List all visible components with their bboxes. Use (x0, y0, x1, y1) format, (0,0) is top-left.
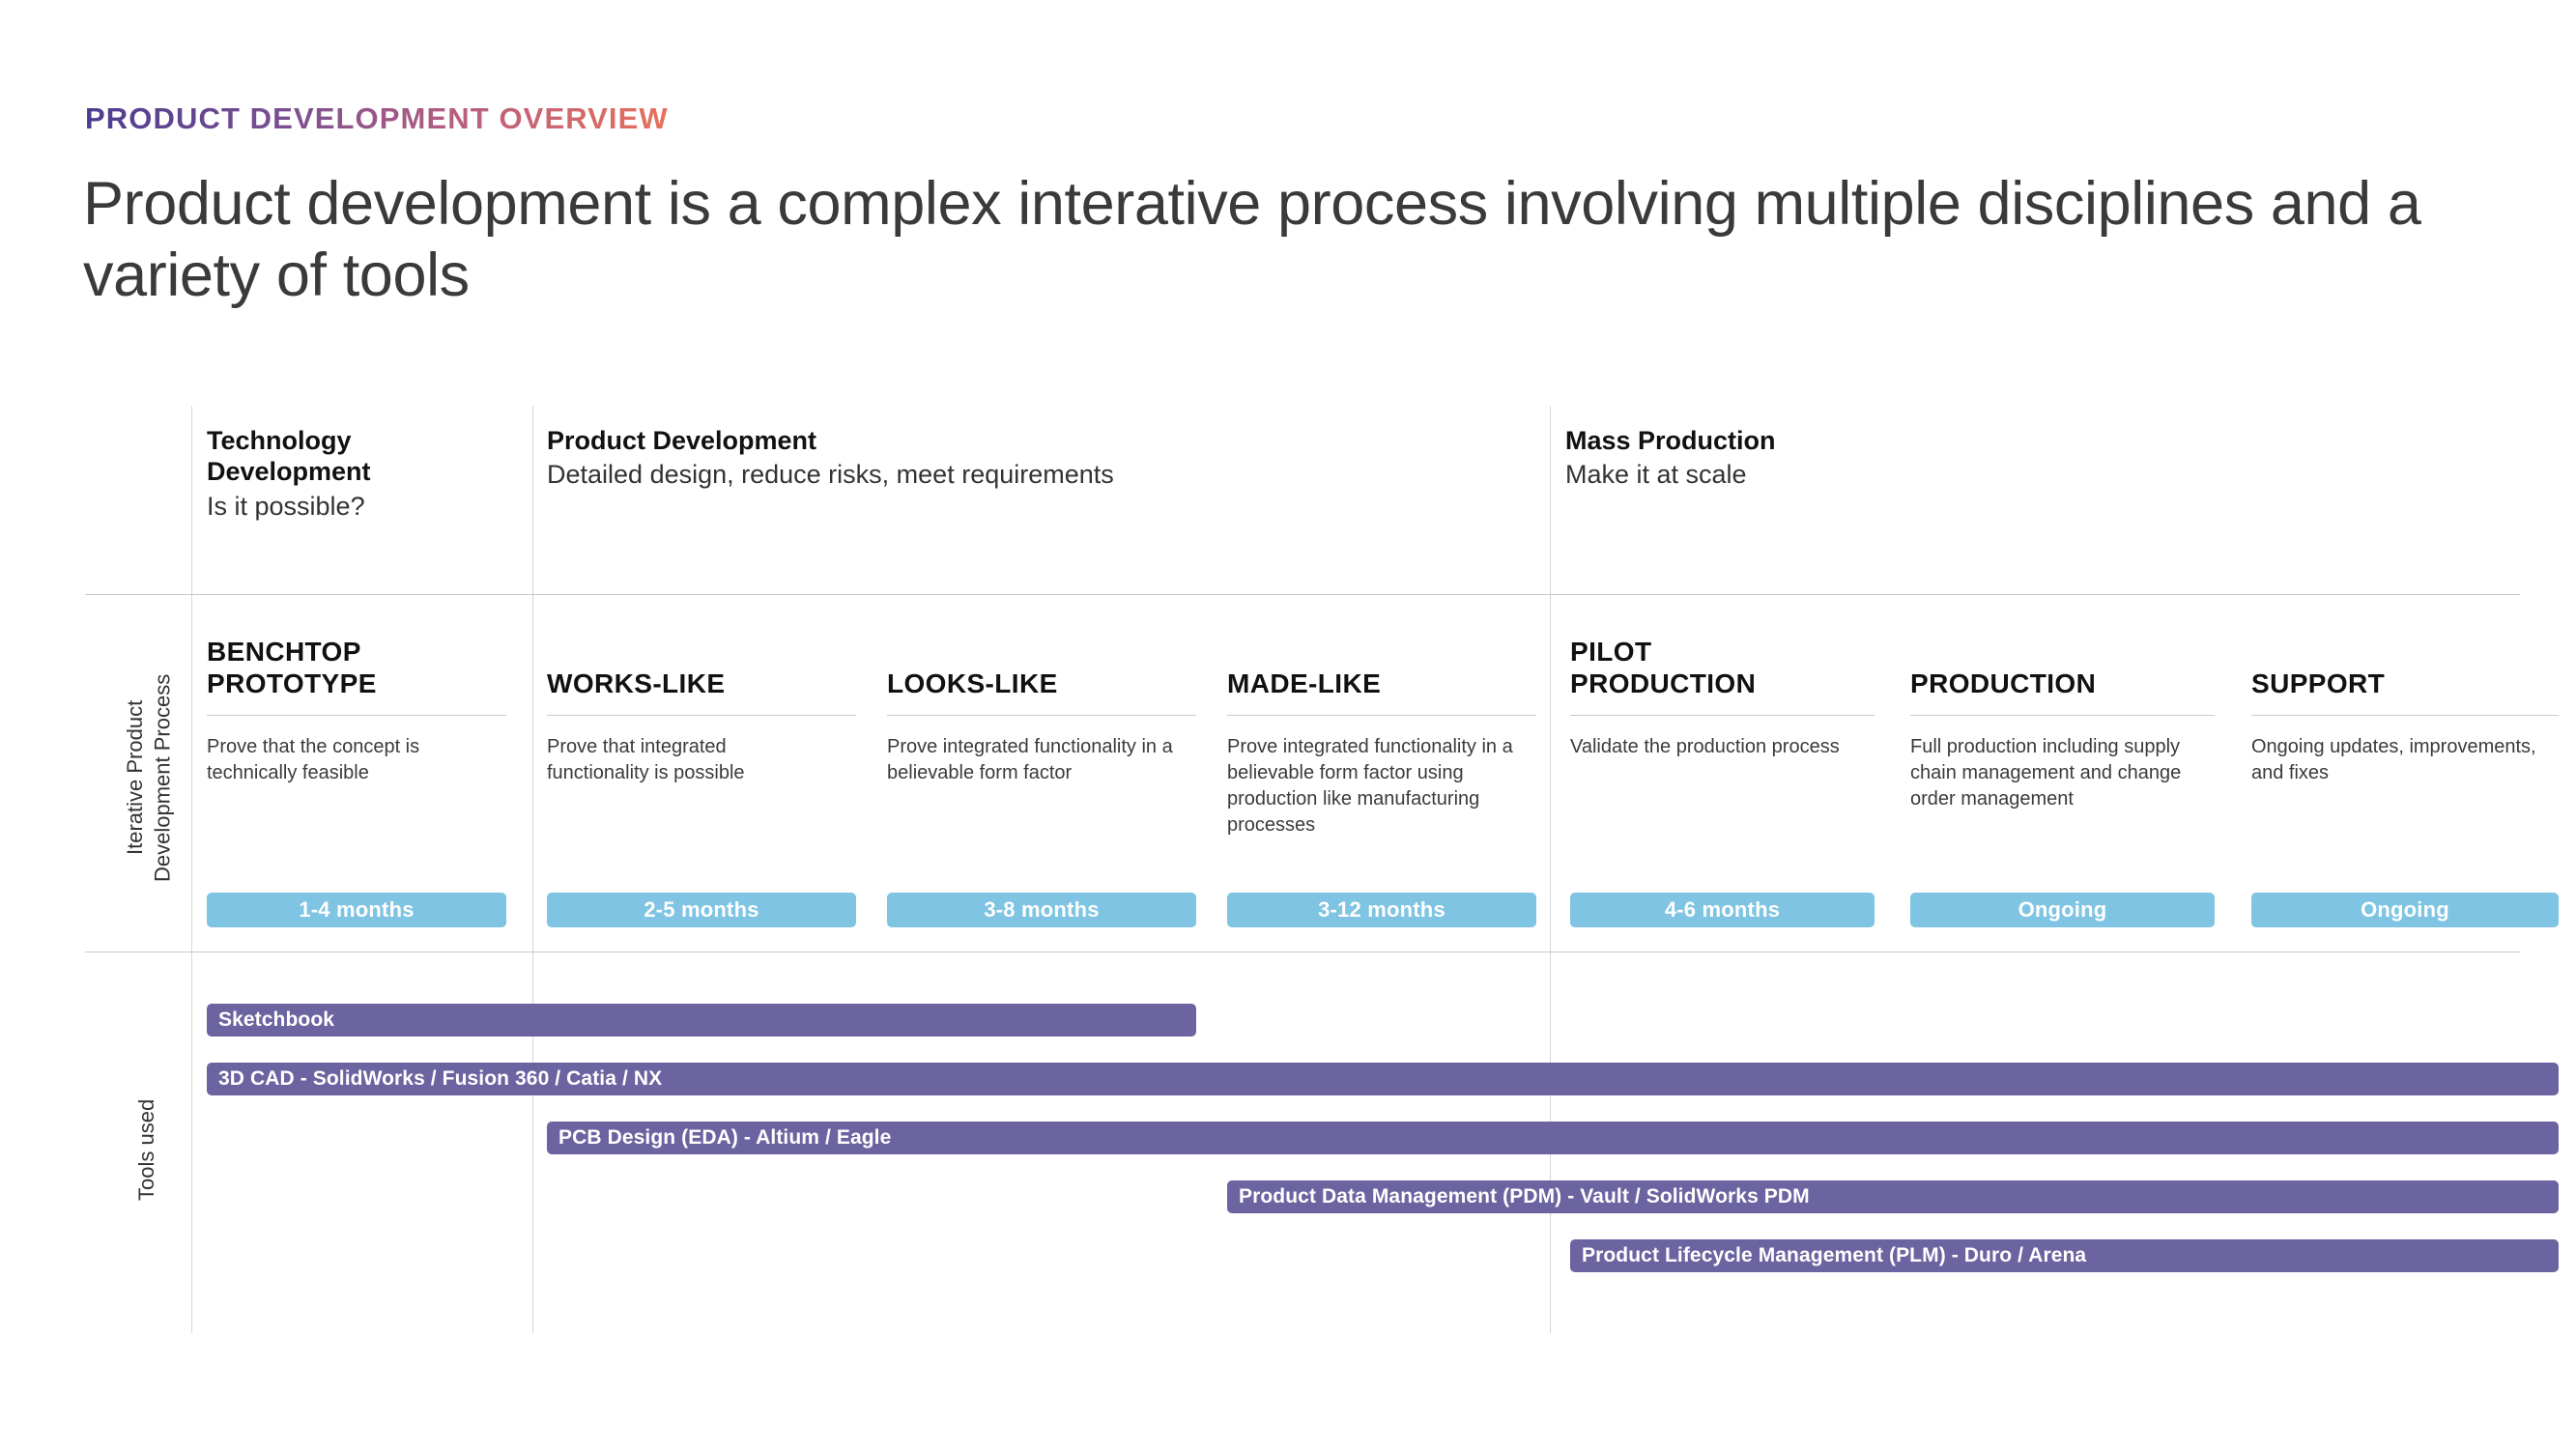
phase-desc: Make it at scale (1565, 460, 1747, 490)
stage-title: SUPPORT (2251, 668, 2386, 698)
grid-row-separator-top (85, 594, 2520, 595)
stage-description: Full production including supply chain m… (1910, 736, 2182, 810)
stage-description: Prove integrated functionality in a beli… (887, 736, 1173, 783)
grid-divider-left (191, 406, 192, 1333)
tool-bar-sketchbook: Sketchbook (207, 1004, 1196, 1037)
stage-duration-pill: 3-8 months (887, 893, 1196, 927)
stage-duration-pill: 3-12 months (1227, 893, 1536, 927)
tool-bar-pdm: Product Data Management (PDM) - Vault / … (1227, 1180, 2559, 1213)
stage-rule (547, 715, 856, 716)
stage-description: Prove that the concept is technically fe… (207, 736, 420, 783)
stage-title: WORKS-LIKE (547, 668, 726, 698)
phase-header-product-development: Product Development Detailed design, red… (547, 425, 1532, 491)
grid-divider-phase-1 (532, 406, 533, 1333)
stage-title: MADE-LIKE (1227, 668, 1382, 698)
tool-bar-plm: Product Lifecycle Management (PLM) - Dur… (1570, 1239, 2559, 1272)
stage-duration-pill: 4-6 months (1570, 893, 1875, 927)
stage-title: LOOKS-LIKE (887, 668, 1058, 698)
stage-rule (1910, 715, 2215, 716)
stage-card-works-like: WORKS-LIKE Prove that integrated functio… (547, 628, 856, 927)
stage-description: Prove integrated functionality in a beli… (1227, 736, 1513, 836)
rail-label-tools: Tools used (134, 1098, 158, 1201)
stage-duration-pill: 1-4 months (207, 893, 506, 927)
tool-bar-pcb-design: PCB Design (EDA) - Altium / Eagle (547, 1122, 2559, 1154)
stage-rule (207, 715, 506, 716)
stage-duration-pill: Ongoing (2251, 893, 2559, 927)
phase-name: Product Development (547, 426, 817, 455)
stage-rule (1570, 715, 1875, 716)
phase-name: Technology Development (207, 426, 371, 487)
stage-description: Prove that integrated functionality is p… (547, 736, 745, 783)
phase-header-technology-development: Technology Development Is it possible? (207, 425, 516, 522)
stage-duration-pill: Ongoing (1910, 893, 2215, 927)
grid-divider-phase-2 (1550, 406, 1551, 1333)
phase-header-mass-production: Mass Production Make it at scale (1565, 425, 2512, 491)
stage-card-support: SUPPORT Ongoing updates, improvements, a… (2251, 628, 2559, 927)
tool-bar-3d-cad: 3D CAD - SolidWorks / Fusion 360 / Catia… (207, 1063, 2559, 1095)
stage-title: PRODUCTION (1910, 668, 2097, 698)
stage-card-looks-like: LOOKS-LIKE Prove integrated functionalit… (887, 628, 1196, 927)
page-title: Product development is a complex interat… (83, 170, 2421, 309)
stage-rule (2251, 715, 2559, 716)
stage-card-production: PRODUCTION Full production including sup… (1910, 628, 2215, 927)
stage-card-benchtop-prototype: BENCHTOP PROTOTYPE Prove that the concep… (207, 628, 506, 927)
stage-card-made-like: MADE-LIKE Prove integrated functionality… (1227, 628, 1536, 927)
phase-desc: Detailed design, reduce risks, meet requ… (547, 460, 1114, 490)
stage-description: Validate the production process (1570, 736, 1840, 757)
phase-desc: Is it possible? (207, 491, 365, 521)
stage-title: PILOT PRODUCTION (1570, 636, 1757, 698)
rail-label-process: Iterative Product Development Process (123, 673, 175, 882)
stage-rule (887, 715, 1196, 716)
stage-rule (1227, 715, 1536, 716)
stage-card-pilot-production: PILOT PRODUCTION Validate the production… (1570, 628, 1875, 927)
page-eyebrow: PRODUCT DEVELOPMENT OVERVIEW (85, 101, 669, 135)
stage-duration-pill: 2-5 months (547, 893, 856, 927)
phase-name: Mass Production (1565, 426, 1776, 455)
stage-description: Ongoing updates, improvements, and fixes (2251, 736, 2536, 783)
stage-title: BENCHTOP PROTOTYPE (207, 636, 377, 698)
